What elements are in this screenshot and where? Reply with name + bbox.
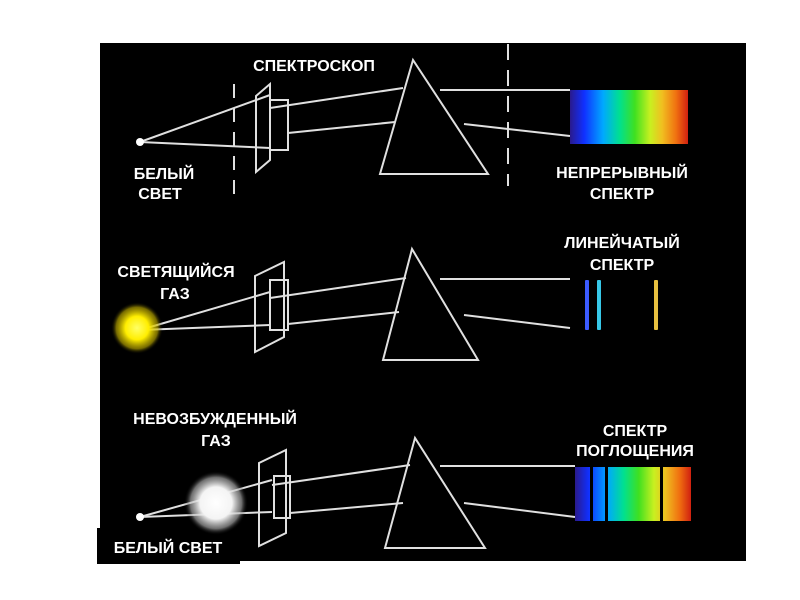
continuous-spectrum-setup: [139, 44, 571, 198]
ray: [463, 123, 571, 137]
label-spectroscope: СПЕКТРОСКОП: [253, 58, 375, 75]
collimator-tube: [269, 279, 289, 331]
glowing-gas-source: [111, 302, 163, 354]
label-white-light-line1: БЕЛЫЙ: [134, 164, 195, 183]
ray: [287, 121, 396, 134]
emission-line-yellow: [654, 280, 658, 330]
label-white-light-line2: СВЕТ: [138, 186, 182, 203]
absorption-spectrum: [575, 467, 691, 521]
label-unexcited-gas-line2: ГАЗ: [201, 433, 231, 450]
absorption-spectrum-setup: [139, 435, 576, 549]
label-unexcited-gas-line1: НЕВОЗБУЖДЕННЫЙ: [133, 409, 297, 428]
label-line-spectrum-line1: ЛИНЕЙЧАТЫЙ: [564, 233, 679, 252]
label-continuous-line2: СПЕКТР: [590, 186, 655, 203]
absorption-line: [660, 467, 663, 521]
line-spectrum-setup: [139, 246, 571, 361]
emission-line-blue: [585, 280, 589, 330]
ray: [287, 311, 400, 325]
continuous-spectrum: [570, 90, 688, 144]
collimator-tube: [273, 475, 291, 519]
label-glowing-gas-line1: СВЕТЯЩИЙСЯ: [117, 262, 234, 281]
ray: [269, 277, 407, 299]
absorption-line: [605, 467, 608, 521]
prism: [378, 57, 490, 175]
label-absorption-line1: СПЕКТР: [603, 423, 668, 440]
label-absorption-line2: ПОГЛОЩЕНИЯ: [576, 443, 694, 460]
ray: [463, 502, 576, 518]
ray: [271, 464, 411, 486]
ray: [269, 87, 404, 109]
white-light-source: [136, 138, 144, 146]
prism: [381, 246, 480, 361]
emission-line-cyan: [597, 280, 601, 330]
ray: [463, 314, 571, 329]
label-white-light-bottom: БЕЛЫЙ СВЕТ: [114, 538, 223, 557]
unexcited-gas-cloud: [184, 471, 248, 535]
collimator-lens: [254, 260, 285, 354]
label-glowing-gas-line2: ГАЗ: [160, 286, 190, 303]
collimator-tube: [269, 99, 289, 151]
label-continuous-line1: НЕПРЕРЫВНЫЙ: [556, 163, 688, 182]
ray: [139, 141, 271, 149]
absorption-line: [590, 467, 593, 521]
prism: [383, 435, 487, 549]
white-light-source: [136, 513, 144, 521]
ray: [289, 502, 404, 514]
label-line-spectrum-line2: СПЕКТР: [590, 257, 655, 274]
ray: [139, 94, 271, 143]
collimator-lens: [258, 448, 287, 548]
